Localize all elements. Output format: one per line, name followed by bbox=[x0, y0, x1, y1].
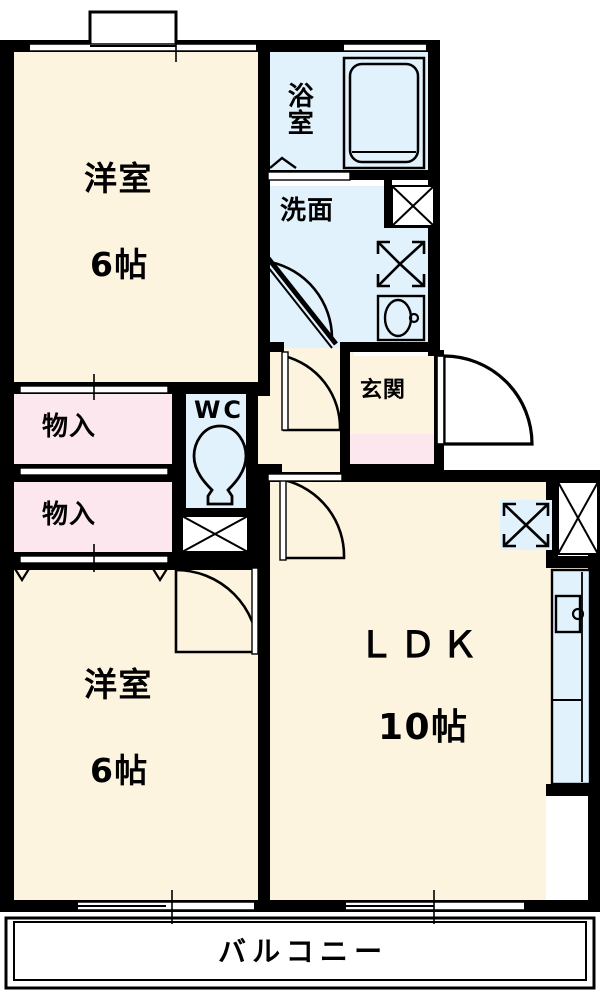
closet-upper-label: 物入 bbox=[42, 412, 97, 442]
wall-top-outer bbox=[0, 40, 440, 52]
wall-kitchen-recess-top bbox=[546, 556, 600, 568]
wall-closet-divider bbox=[0, 464, 180, 482]
wall-ldk-top bbox=[258, 472, 444, 482]
wall-bottom-outer bbox=[0, 900, 592, 912]
ldk-label: ＬＤＫ bbox=[358, 625, 484, 666]
wall-wc-bottom bbox=[180, 508, 252, 518]
ldk-size: 10帖 bbox=[378, 707, 469, 748]
wall-washroom-bottom-right bbox=[258, 342, 284, 352]
ldk-fill bbox=[268, 482, 546, 900]
wall-ldk-top-right bbox=[434, 470, 600, 482]
bedroom-top-label: 洋室 bbox=[84, 159, 153, 198]
wall-wc-storage-bottom bbox=[180, 552, 252, 564]
wall-kitchen-recess-left bbox=[546, 470, 558, 568]
entrance-label: 玄関 bbox=[360, 378, 406, 403]
wall-washroom-bottom bbox=[340, 342, 440, 352]
bedroom-bottom-label: 洋室 bbox=[84, 665, 153, 704]
wall-closet-right bbox=[172, 382, 186, 570]
bedroom-bottom-fill bbox=[14, 570, 258, 900]
entrance-fill bbox=[348, 356, 434, 434]
wall-washroom-notch-bottom bbox=[384, 220, 440, 228]
bedroom-top-size: 6帖 bbox=[90, 245, 149, 284]
bedroom-top-fill bbox=[14, 52, 258, 382]
wall-hall-bottom-left bbox=[258, 464, 282, 474]
toilet-label: WC bbox=[194, 396, 244, 424]
bathroom-label: 浴室 bbox=[283, 82, 314, 137]
closet-lower-label: 物入 bbox=[42, 500, 97, 530]
wall-right-outer bbox=[588, 470, 600, 912]
closet-lower-fill bbox=[14, 482, 172, 552]
wall-entrance-right bbox=[434, 350, 444, 482]
wall-kitchen-recess-bottom bbox=[546, 784, 600, 796]
wall-wc-right bbox=[246, 382, 258, 570]
balcony-label: バルコニー bbox=[218, 935, 389, 968]
wall-bedroom-ldk-divider bbox=[258, 470, 270, 912]
ldk-kitchen-recess bbox=[546, 566, 588, 788]
wall-bath-wash-divider bbox=[258, 170, 440, 180]
wall-hall-bottom bbox=[340, 464, 440, 474]
wall-right-upper bbox=[428, 40, 440, 356]
wall-entrance-left bbox=[340, 350, 350, 474]
storage-hatch-icon-wc bbox=[181, 515, 249, 553]
wall-closet-top bbox=[0, 382, 258, 394]
washroom-label: 洗面 bbox=[280, 196, 335, 226]
wall-washroom-notch-left bbox=[384, 180, 392, 228]
door-entrance[interactable] bbox=[436, 354, 534, 446]
closet-upper-fill bbox=[14, 394, 172, 464]
bedroom-bottom-size: 6帖 bbox=[90, 751, 149, 790]
